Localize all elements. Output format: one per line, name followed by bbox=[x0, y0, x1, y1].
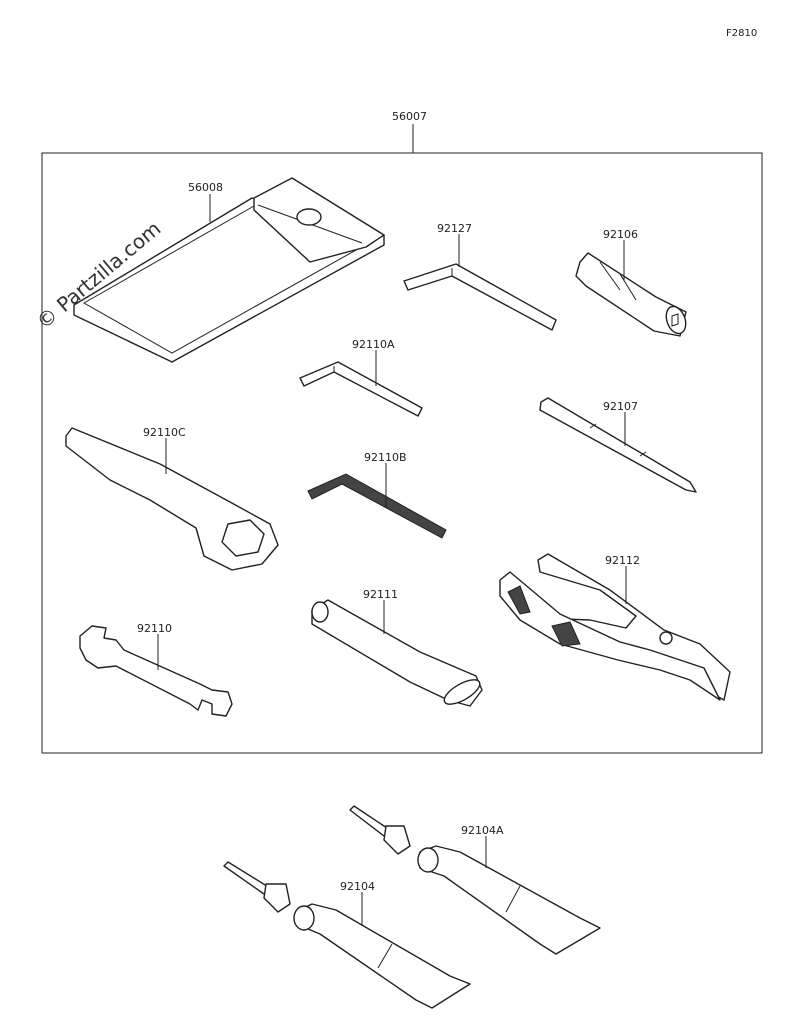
label-extension-bar[interactable]: 92111 bbox=[363, 588, 398, 601]
figure-code: F2810 bbox=[726, 28, 757, 39]
hex-wrench-a bbox=[299, 361, 423, 417]
screwdriver bbox=[539, 397, 697, 493]
handle bbox=[575, 252, 687, 337]
hex-wrench-b bbox=[307, 473, 447, 539]
open-wrench bbox=[79, 625, 233, 717]
label-handle[interactable]: 92106 bbox=[603, 228, 638, 241]
label-open-wrench[interactable]: 92110 bbox=[137, 622, 172, 635]
extension-bar bbox=[311, 599, 483, 707]
label-grease-tube-a[interactable]: 92104A bbox=[461, 824, 504, 837]
box-wrench bbox=[65, 427, 279, 571]
label-hex-wrench-a[interactable]: 92110A bbox=[352, 338, 395, 351]
label-screwdriver[interactable]: 92107 bbox=[603, 400, 638, 413]
tool-case bbox=[73, 177, 385, 363]
label-pliers[interactable]: 92112 bbox=[605, 554, 640, 567]
label-grease-tube[interactable]: 92104 bbox=[340, 880, 375, 893]
label-hex-wrench-b[interactable]: 92110B bbox=[364, 451, 407, 464]
grease-tube bbox=[223, 861, 471, 1009]
label-box-wrench[interactable]: 92110C bbox=[143, 426, 186, 439]
label-kit[interactable]: 56007 bbox=[392, 110, 427, 123]
label-tool-case[interactable]: 56008 bbox=[188, 181, 223, 194]
grease-tube-a bbox=[349, 805, 601, 955]
pliers bbox=[499, 553, 731, 701]
kit-box bbox=[41, 152, 763, 754]
label-hex-wrench-large[interactable]: 92127 bbox=[437, 222, 472, 235]
hex-wrench-large bbox=[403, 263, 557, 331]
